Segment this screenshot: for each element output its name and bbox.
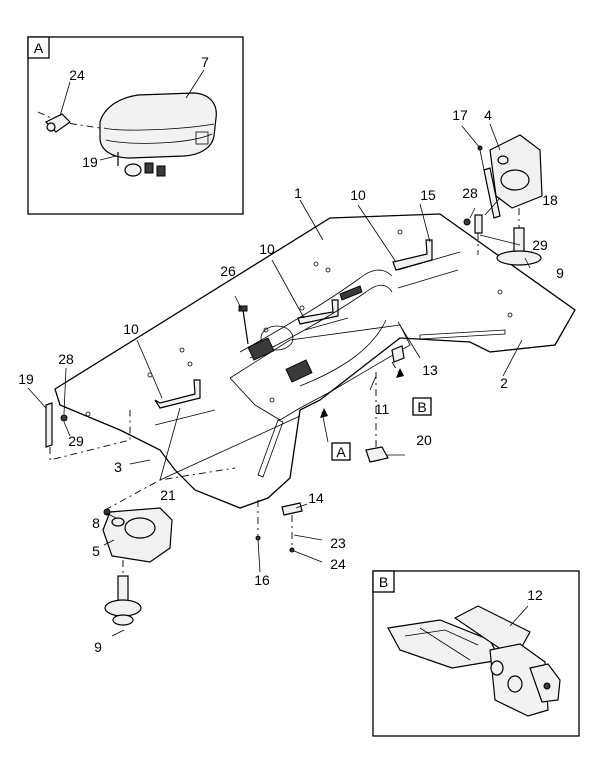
harness-illustration bbox=[239, 269, 393, 387]
callout-19-left: 19 bbox=[18, 371, 34, 387]
callout-29-right: 29 bbox=[532, 237, 548, 253]
detail-inset-a: A 24 7 19 bbox=[27, 36, 244, 215]
callout-10-left: 10 bbox=[123, 321, 139, 337]
callout-1: 1 bbox=[294, 185, 302, 201]
inset-b-tag-box bbox=[372, 570, 395, 593]
inset-a-tag-box bbox=[27, 36, 50, 59]
callout-18: 19 bbox=[82, 154, 98, 170]
callout-27: 24 bbox=[69, 67, 85, 83]
callout-9-left: 9 bbox=[94, 639, 102, 655]
latch-bracket-illustration bbox=[387, 605, 561, 717]
callout-12: 12 bbox=[527, 587, 543, 603]
front-hardware bbox=[238, 305, 399, 553]
callout-28-right: 28 bbox=[462, 185, 478, 201]
callout-3: 3 bbox=[114, 459, 122, 475]
callout-10-right: 10 bbox=[350, 187, 366, 203]
floor-plate bbox=[54, 213, 576, 509]
ref-b-tag-box bbox=[412, 397, 432, 416]
detail-inset-b: B 12 bbox=[372, 570, 580, 737]
callout-7: 7 bbox=[201, 54, 209, 70]
leader-lines bbox=[27, 123, 531, 637]
callout-9-right: 9 bbox=[556, 265, 564, 281]
callout-14: 14 bbox=[308, 490, 324, 506]
ref-a-tag-box bbox=[331, 442, 351, 461]
callout-15: 15 bbox=[420, 187, 436, 203]
inset-b-tag: B bbox=[379, 574, 388, 590]
ref-a-arrow bbox=[320, 408, 328, 418]
callout-4: 4 bbox=[484, 107, 492, 123]
callout-19-right: 18 bbox=[542, 192, 558, 208]
seat-cushion-illustration bbox=[99, 92, 217, 177]
callout-8: 8 bbox=[92, 515, 100, 531]
callout-10-center: 10 bbox=[259, 241, 275, 257]
callout-16: 16 bbox=[254, 572, 270, 588]
inset-a-tag: A bbox=[34, 40, 44, 56]
callout-13: 13 bbox=[422, 362, 438, 378]
callout-23: 23 bbox=[330, 535, 346, 551]
callout-17: 17 bbox=[452, 107, 468, 123]
callout-20: 20 bbox=[416, 432, 432, 448]
callout-28-left: 28 bbox=[58, 351, 74, 367]
ref-a-tag: A bbox=[336, 444, 346, 460]
callout-24: 24 bbox=[330, 556, 346, 572]
ref-b-arrow bbox=[396, 368, 404, 378]
ref-b-tag: B bbox=[417, 399, 426, 415]
callout-2: 2 bbox=[500, 375, 508, 391]
right-post-assembly bbox=[463, 134, 543, 266]
floor-plate-assembly bbox=[54, 213, 576, 509]
callout-5: 5 bbox=[92, 543, 100, 559]
callout-21: 21 bbox=[160, 487, 176, 503]
callout-11: 11 bbox=[375, 401, 390, 417]
callout-29-left: 29 bbox=[68, 433, 84, 449]
callout-26: 26 bbox=[220, 263, 236, 279]
cable-illustration bbox=[37, 111, 101, 133]
left-post-assembly bbox=[45, 402, 236, 626]
